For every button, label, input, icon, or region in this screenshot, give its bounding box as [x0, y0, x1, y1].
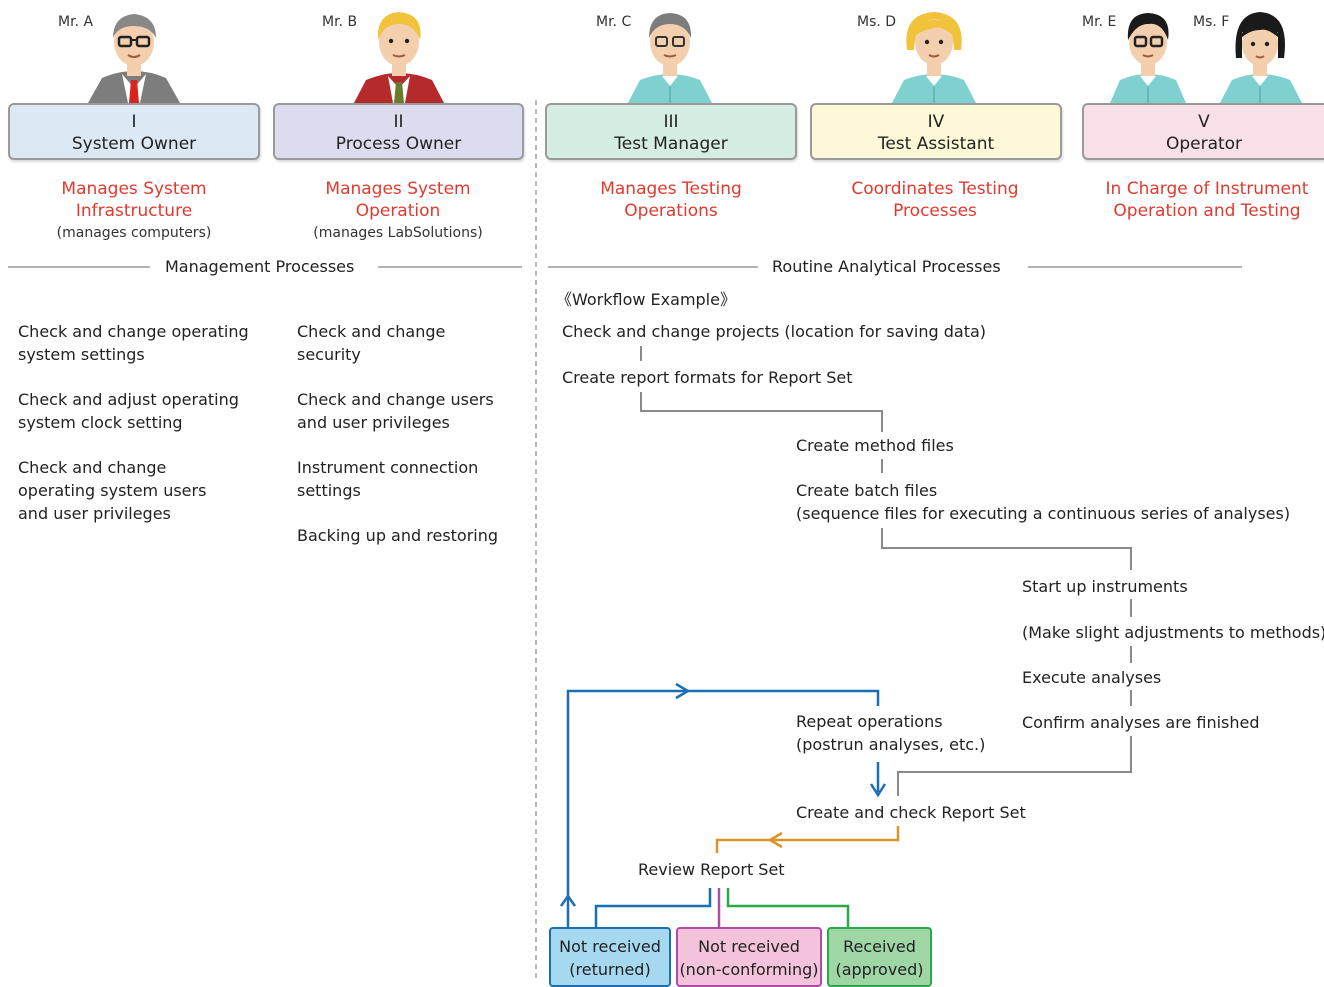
step-repeat-operations: Repeat operations — [796, 712, 943, 731]
role-box-process-owner: II Process Owner — [273, 103, 524, 160]
person-name-c: Mr. C — [596, 14, 632, 30]
person-name-a: Mr. A — [58, 14, 94, 30]
step-review-report-set: Review Report Set — [638, 860, 785, 879]
mgmt-task-os-settings: Check and change operating system settin… — [18, 322, 249, 364]
step-execute-analyses: Execute analyses — [1022, 668, 1162, 687]
outcome-line1: Not received — [698, 937, 800, 956]
management-processes-label: Management Processes — [157, 257, 363, 276]
create-to-review-connector — [715, 826, 900, 853]
person-name-b: Mr. B — [322, 14, 358, 30]
mgmt-task-security: Check and change security — [297, 322, 446, 364]
step-create-batch-files: Create batch files — [796, 481, 938, 500]
step-confirm-finished: Confirm analyses are finished — [1022, 713, 1260, 732]
outcome-line1: Not received — [559, 937, 661, 956]
role-title: Process Owner — [335, 134, 462, 154]
mgmt-task-backup-restore: Backing up and restoring — [297, 526, 499, 545]
responsibility-text: Manages System Infrastructure — [61, 179, 207, 221]
mgmt-task-instrument-connection: Instrument connection settings — [297, 458, 479, 500]
person-b-illustration — [354, 12, 444, 103]
role-numeral: IV — [927, 112, 945, 132]
responsibility-test-manager: Manages Testing Operations — [600, 179, 742, 221]
role-title: Test Manager — [614, 134, 728, 154]
outcome-non-conforming: Not received (non-conforming) — [676, 927, 822, 987]
outcome-line2: (returned) — [569, 960, 651, 979]
role-box-test-manager: III Test Manager — [545, 103, 797, 160]
person-d-illustration — [892, 12, 976, 103]
mgmt-task-clock-setting: Check and adjust operating system clock … — [18, 390, 239, 432]
step-create-report-formats: Create report formats for Report Set — [562, 368, 853, 387]
routine-processes-label: Routine Analytical Processes — [764, 257, 1009, 276]
responsibility-note: (manages computers) — [56, 225, 212, 241]
step-adjust-methods: (Make slight adjustments to methods) — [1022, 623, 1324, 642]
role-box-operator: V Operator — [1082, 103, 1324, 160]
step-start-instruments: Start up instruments — [1022, 577, 1188, 596]
outcome-line2: (approved) — [835, 960, 924, 979]
return-loop — [559, 682, 887, 929]
role-title: System Owner — [71, 134, 197, 154]
role-numeral: V — [1198, 112, 1210, 132]
step-create-report-set: Create and check Report Set — [796, 803, 1026, 822]
outcome-line1: Received — [843, 937, 916, 956]
workflow-connectors — [640, 346, 1132, 796]
outcome-line2: (non-conforming) — [679, 960, 819, 979]
person-e-illustration — [1110, 13, 1186, 103]
role-title: Test Assistant — [877, 134, 995, 154]
role-numeral: III — [663, 112, 679, 132]
person-a-illustration — [88, 14, 180, 103]
responsibility-process-owner: Manages System Operation (manages LabSol… — [288, 178, 508, 244]
responsibility-test-assistant: Coordinates Testing Processes — [851, 179, 1019, 221]
role-numeral: II — [393, 112, 404, 132]
responsibility-system-owner: Manages System Infrastructure (manages c… — [24, 178, 244, 244]
responsibility-text: Manages System Operation — [325, 179, 471, 221]
workflow-heading: 《Workflow Example》 — [556, 290, 736, 309]
person-name-f: Ms. F — [1193, 14, 1230, 30]
role-title: Operator — [1165, 134, 1243, 154]
person-c-illustration — [628, 13, 712, 103]
person-f-illustration — [1220, 12, 1302, 103]
step-repeat-note: (postrun analyses, etc.) — [796, 735, 986, 754]
approved-connector — [726, 888, 850, 929]
responsibility-operator: In Charge of Instrument Operation and Te… — [1105, 179, 1309, 221]
step-batch-files-note: (sequence files for executing a continuo… — [796, 504, 1291, 523]
outcome-approved: Received (approved) — [827, 927, 932, 987]
role-box-system-owner: I System Owner — [8, 103, 260, 160]
mgmt-task-os-users: Check and change operating system users … — [18, 458, 207, 523]
role-box-test-assistant: IV Test Assistant — [810, 103, 1062, 160]
role-numeral: I — [131, 112, 137, 132]
step-create-method-files: Create method files — [796, 436, 954, 455]
mgmt-task-users: Check and change users and user privileg… — [297, 390, 494, 432]
outcome-returned: Not received (returned) — [549, 927, 671, 987]
responsibility-note: (manages LabSolutions) — [313, 225, 483, 241]
step-check-projects: Check and change projects (location for … — [562, 322, 987, 341]
person-name-d: Ms. D — [857, 14, 897, 30]
person-name-e: Mr. E — [1082, 14, 1117, 30]
